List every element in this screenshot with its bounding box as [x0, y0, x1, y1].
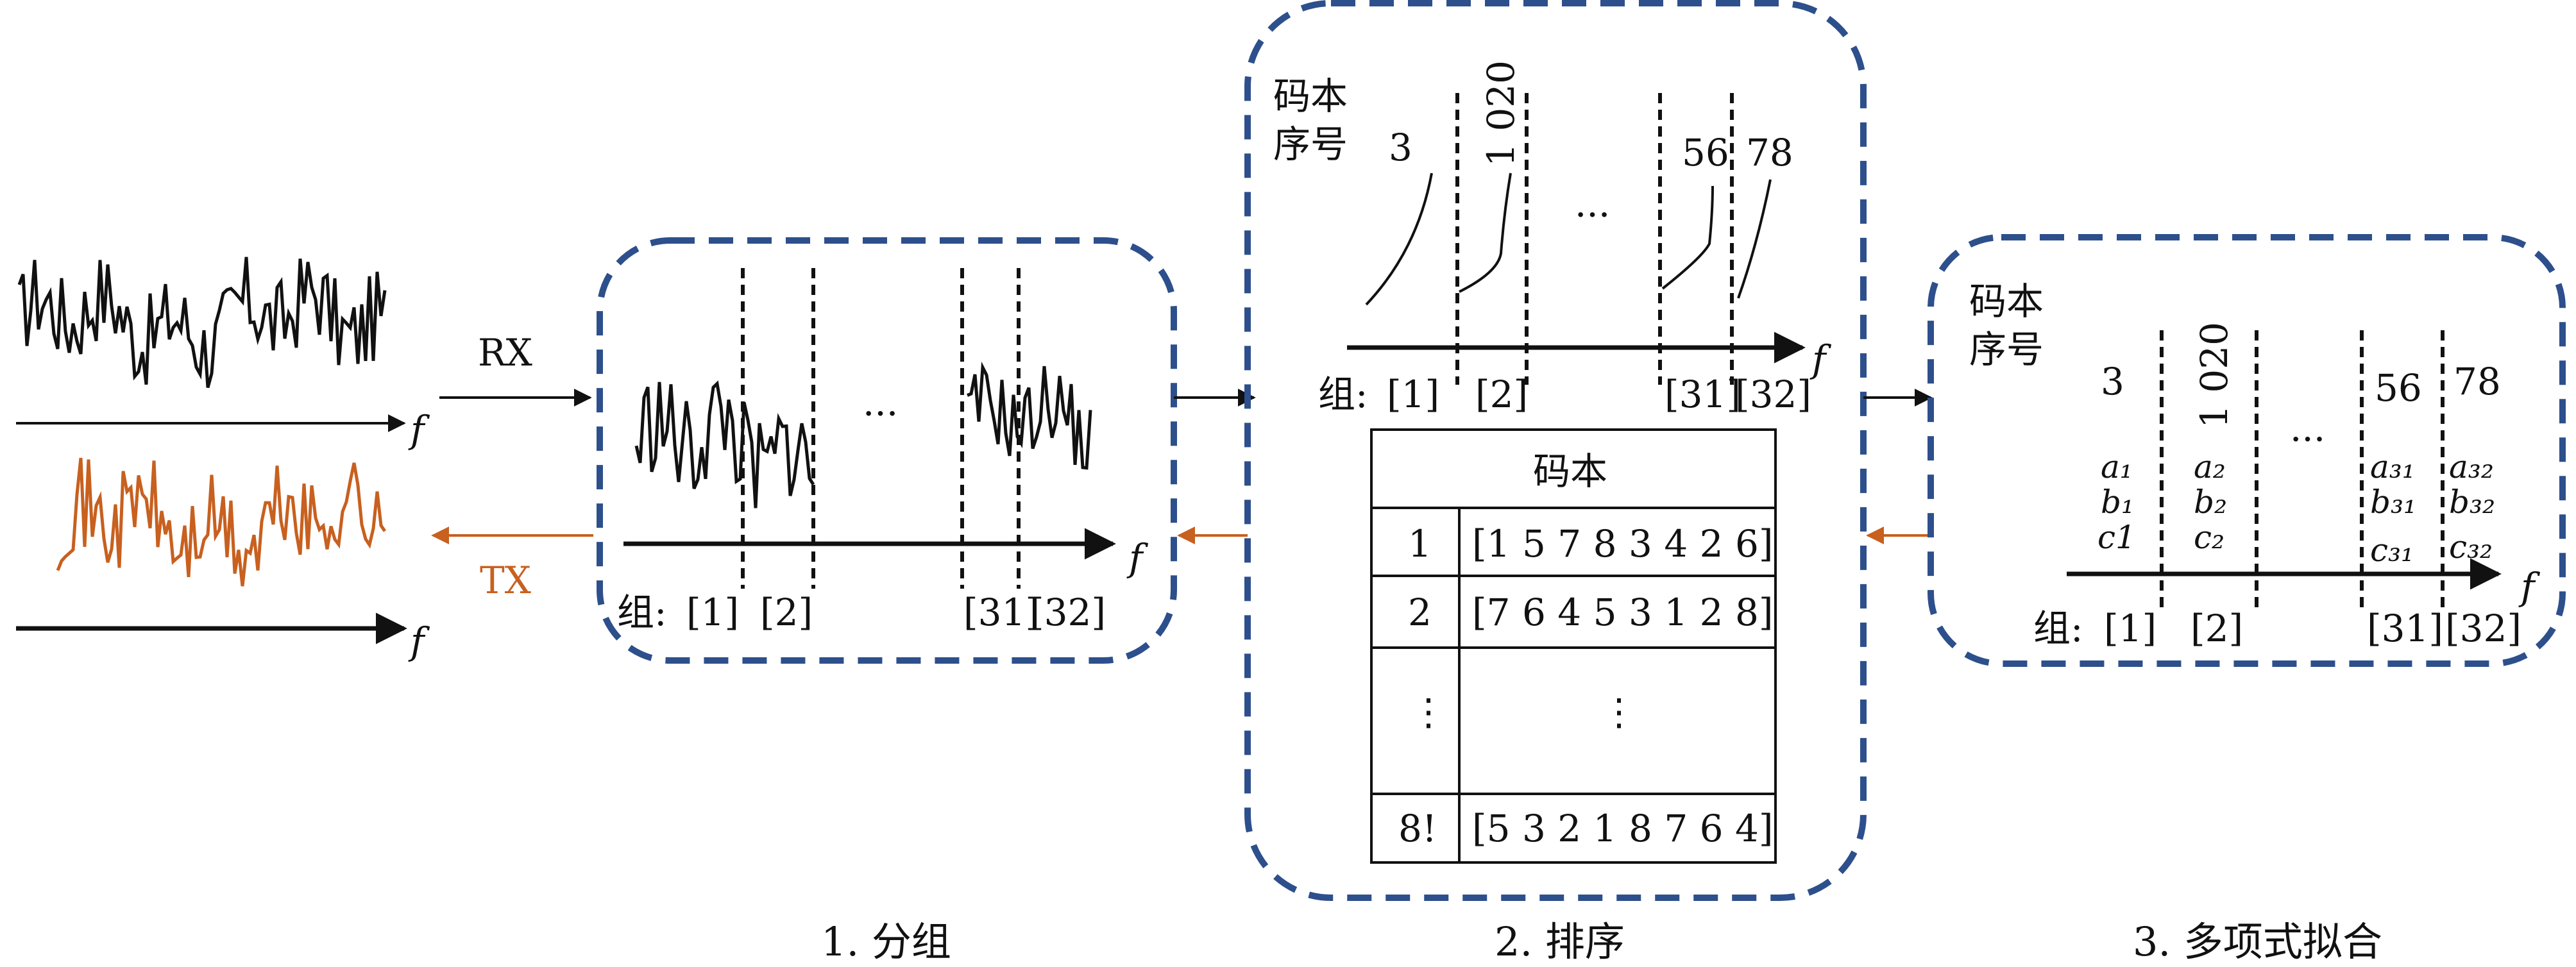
coef-a1: a₁	[2101, 448, 2133, 485]
table-row-4-index: 8!	[1398, 807, 1437, 850]
table-row-2-index: 2	[1408, 591, 1432, 634]
rx-axis-label: f	[408, 408, 430, 451]
panel3-group-1: [1]	[2104, 607, 2157, 650]
coef-b31: b₃₁	[2370, 484, 2416, 521]
table-row-1-index: 1	[1408, 522, 1432, 566]
panel3-caption: 3. 多项式拟合	[2133, 918, 2382, 965]
panel3-group-31: [31]	[2367, 607, 2443, 650]
table-row-1-code: [1 5 7 8 3 4 2 6]	[1472, 522, 1774, 566]
panel2-axis-label: f	[1809, 337, 1832, 381]
panel1-wave-left	[634, 380, 815, 509]
panel3-index-56: 56	[2375, 366, 2422, 410]
panel2-group-1: [1]	[1387, 373, 1439, 416]
panel3-dashed-box	[1928, 234, 2566, 667]
panel1-group-2: [2]	[760, 591, 813, 634]
coef-c32: c₃₂	[2449, 528, 2493, 566]
panel3-group-2: [2]	[2190, 607, 2243, 650]
coef-a31: a₃₁	[2370, 448, 2415, 485]
panel2-caption: 2. 排序	[1495, 918, 1625, 965]
table-header: 码本	[1533, 450, 1607, 493]
panel-sorting: 码本 序号 3 1 020 56 78 ··· f 组: [1] [2] [31…	[1244, 0, 1867, 965]
table-row-4-code: [5 3 2 1 8 7 6 4]	[1472, 807, 1774, 850]
coef-c2: c₂	[2194, 519, 2224, 556]
panel3-index-label-line1: 码本	[1969, 280, 2044, 323]
panel2-index-56: 56	[1682, 131, 1729, 174]
panel3-index-label-line2: 序号	[1969, 328, 2044, 371]
panel1-ellipsis: ···	[863, 392, 898, 435]
panel1-axis-label: f	[1126, 536, 1149, 580]
panel1-wave-right	[967, 361, 1092, 470]
table-row-3-index: ⋮	[1410, 690, 1447, 734]
panel1-group-32: [32]	[1030, 591, 1106, 634]
coef-b2: b₂	[2194, 484, 2227, 521]
coef-a2: a₂	[2194, 448, 2226, 485]
panel2-group-32: [32]	[1735, 373, 1811, 416]
coef-c1: c1	[2097, 519, 2136, 556]
left-signals: f f RX TX	[16, 256, 593, 663]
coef-a32: a₃₂	[2449, 448, 2494, 485]
panel2-index-1020: 1 020	[1479, 60, 1523, 167]
panel3-ellipsis: ···	[2290, 417, 2325, 461]
panel2-curve-2	[1459, 172, 1512, 293]
panel3-index-78: 78	[2453, 360, 2501, 403]
coef-b32: b₃₂	[2449, 484, 2495, 521]
table-row-2-code: [7 6 4 5 3 1 2 8]	[1472, 591, 1774, 634]
tx-spectrum-wave	[56, 457, 387, 587]
panel1-caption: 1. 分组	[821, 918, 951, 965]
tx-axis-label: f	[408, 619, 430, 663]
panel2-index-label-line1: 码本	[1273, 74, 1348, 118]
codebook-table: 码本 1 [1 5 7 8 3 4 2 6] 2 [7 6 4 5 3 1 2 …	[1370, 428, 1777, 864]
panel2-curve-1	[1365, 172, 1433, 306]
panel2-group-31: [31]	[1665, 373, 1741, 416]
panel2-curve-4	[1737, 179, 1772, 299]
coef-c31: c₃₁	[2370, 532, 2414, 569]
panel2-ellipsis: ···	[1575, 193, 1610, 237]
panel3-index-1020: 1 020	[2192, 322, 2236, 428]
panel1-dashed-box	[597, 237, 1177, 664]
codebook-table-frame	[1370, 428, 1777, 864]
panel2-curve-3	[1661, 185, 1714, 290]
panel2-index-label-line2: 序号	[1273, 122, 1348, 166]
tx-label: TX	[480, 559, 532, 602]
panel1-group-prefix: 组:	[617, 591, 667, 634]
table-row-3-code: ⋮	[1600, 690, 1638, 734]
panel3-axis-label: f	[2518, 565, 2541, 609]
rx-label: RX	[478, 331, 533, 374]
panel2-index-78: 78	[1746, 131, 1793, 174]
coef-b1: b₁	[2101, 484, 2134, 521]
panel-grouping: f ··· 组: [1] [2] [31] [32] 1. 分组	[597, 237, 1177, 965]
panel2-index-3: 3	[1389, 126, 1412, 169]
panel3-index-3: 3	[2101, 360, 2124, 403]
panel3-group-32: [32]	[2445, 607, 2521, 650]
panel3-group-prefix: 组:	[2033, 607, 2083, 650]
panel1-group-31: [31]	[963, 591, 1040, 634]
panel1-group-1: [1]	[686, 591, 739, 634]
panel-polynomial-fitting: 码本 序号 3 1 020 56 78 ··· a₁ b₁ c1 a₂ b₂ c…	[1928, 234, 2566, 965]
panel2-dashed-box	[1244, 0, 1867, 901]
panel2-group-2: [2]	[1475, 373, 1528, 416]
rx-spectrum-wave	[17, 256, 387, 389]
panel2-group-prefix: 组:	[1318, 373, 1368, 416]
